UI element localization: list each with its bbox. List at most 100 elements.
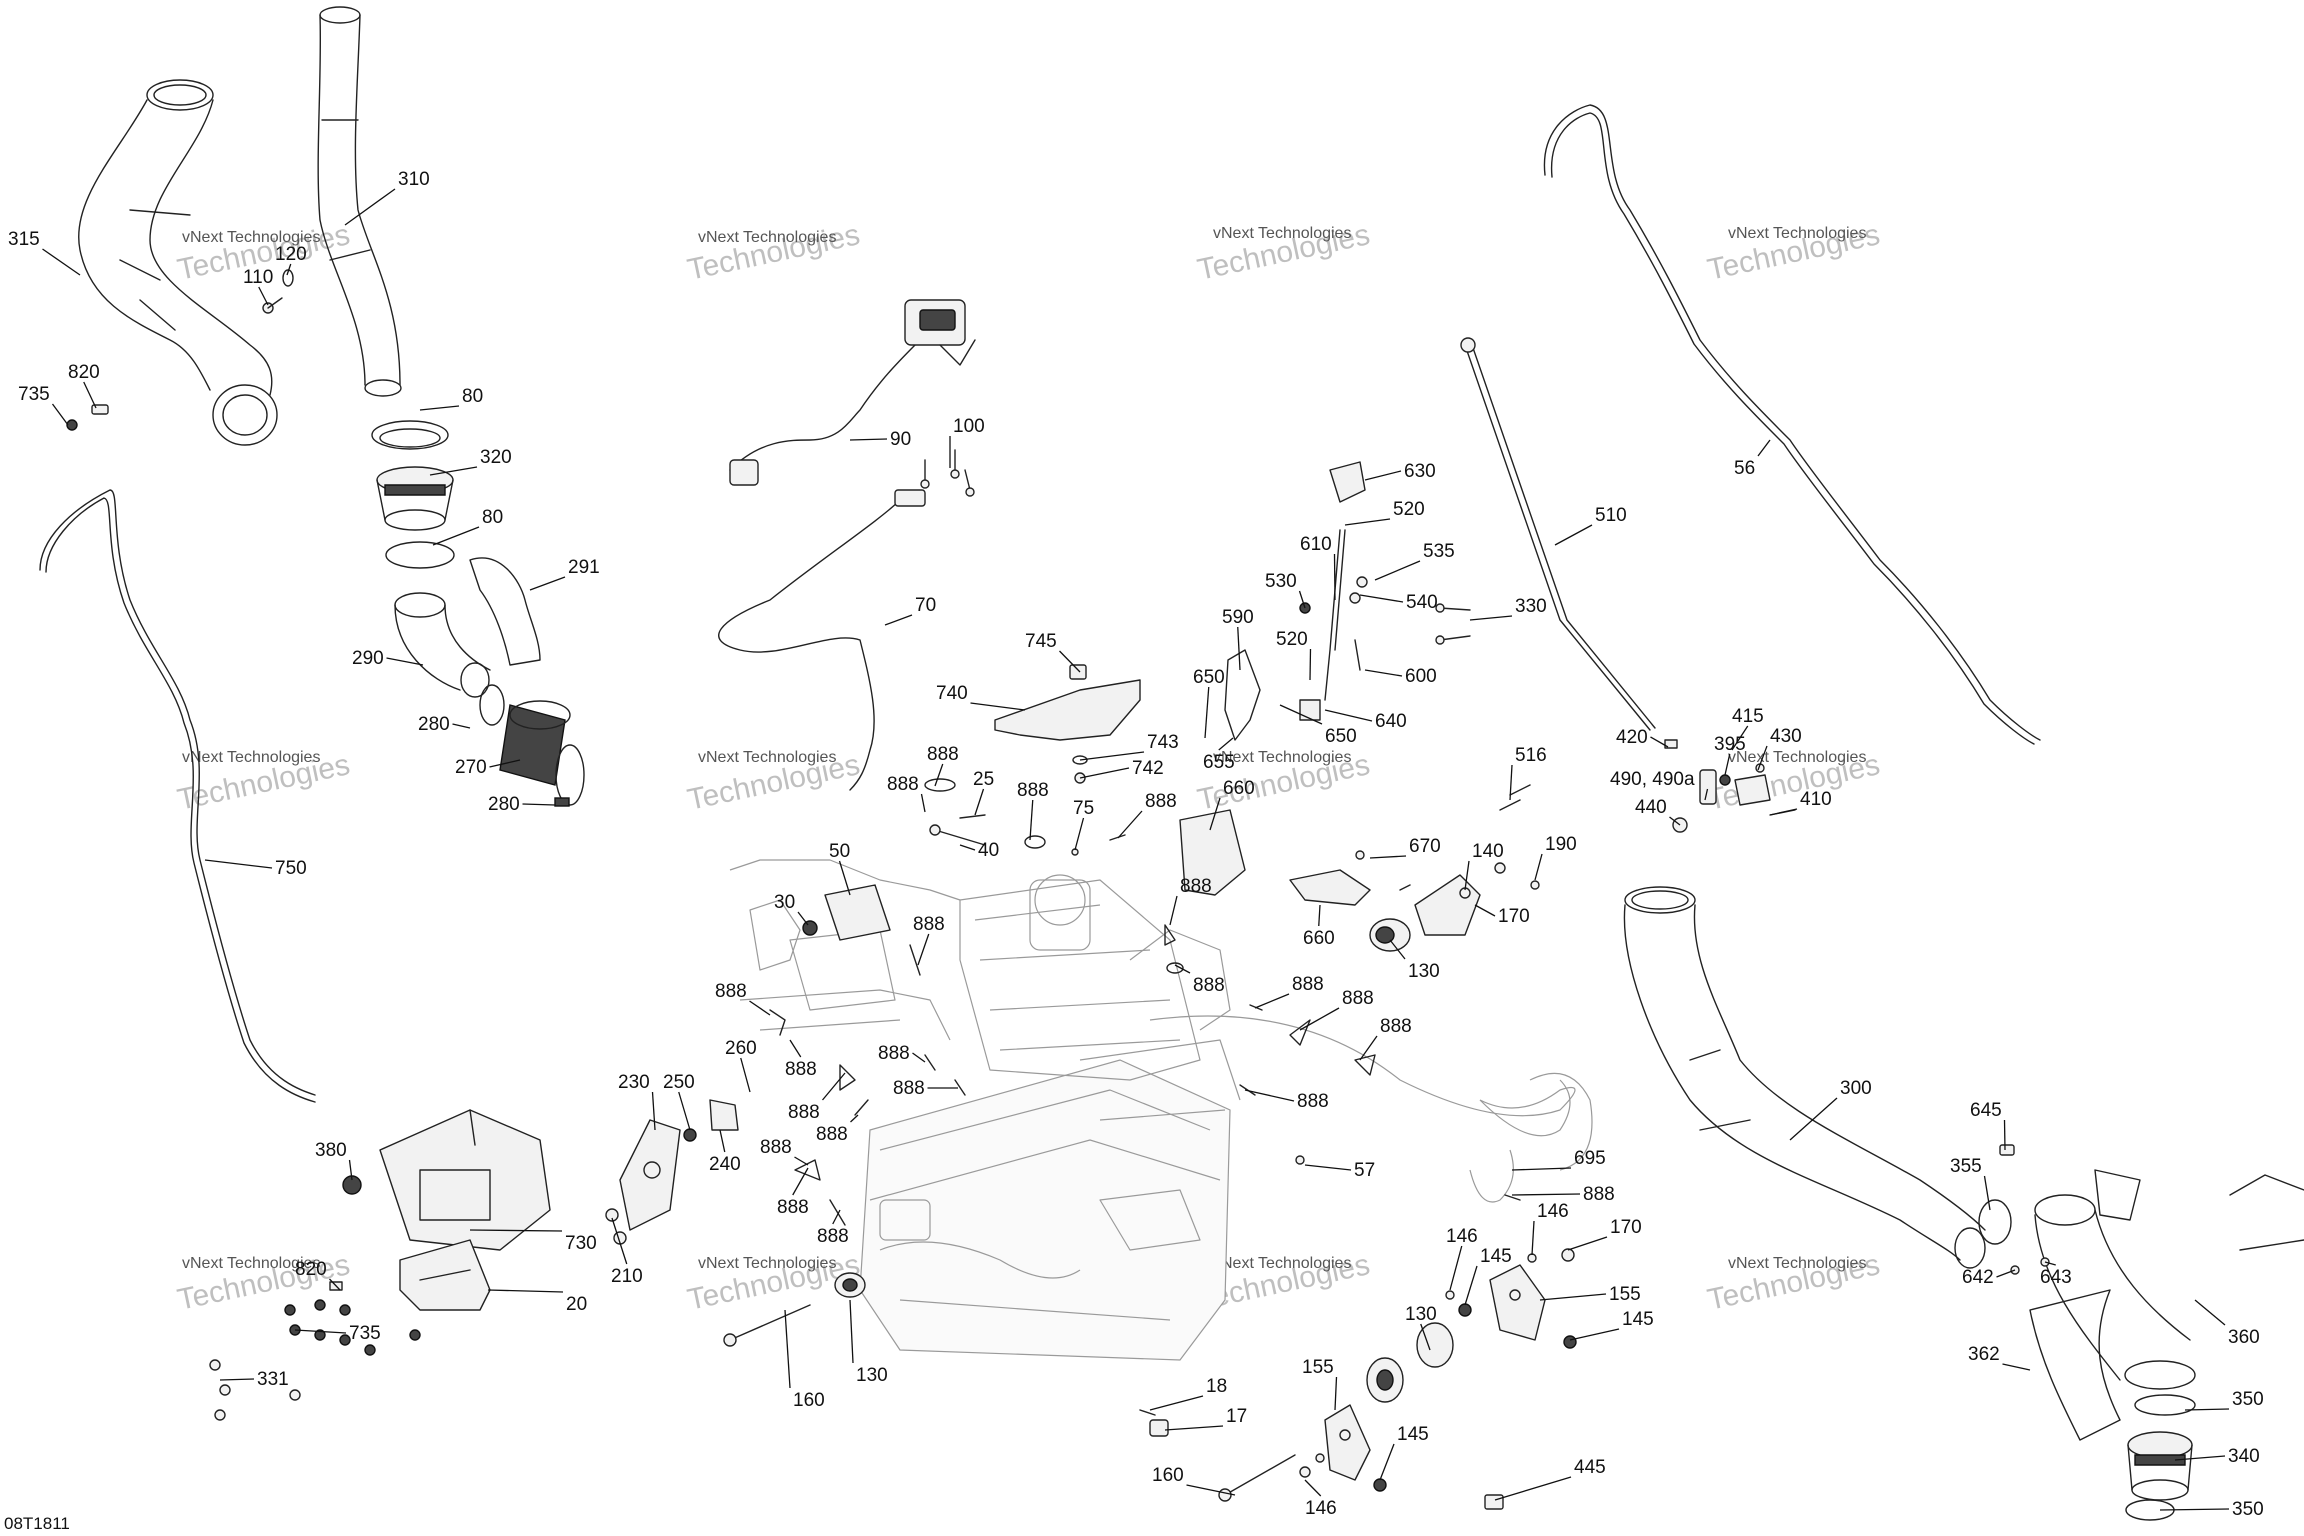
- bolts-330: [1435, 603, 1471, 645]
- callout-888: 888: [1244, 1089, 1329, 1112]
- callout-145: 145: [1464, 1246, 1512, 1306]
- callout-label: 170: [1498, 906, 1530, 927]
- callout-leader: [1511, 1167, 1572, 1171]
- callout-label: 130: [1405, 1304, 1437, 1325]
- callout-190: 190: [1534, 834, 1577, 881]
- screws-735: [284, 1281, 421, 1356]
- callout-leader: [1359, 1035, 1378, 1061]
- callout-355: 355: [1950, 1156, 1991, 1211]
- callout-label: 70: [915, 595, 936, 616]
- callout-888: 888: [816, 1114, 859, 1145]
- watermark: vNext Technologies: [1728, 749, 1866, 766]
- callout-leader: [1318, 904, 1321, 927]
- exhaust-pipe-300: [1623, 886, 1986, 1269]
- callout-130: 130: [849, 1299, 888, 1386]
- callout-label: 350: [2232, 1499, 2264, 1520]
- callout-888: 888: [913, 914, 945, 966]
- callout-50: 50: [829, 841, 851, 896]
- callout-18: 18: [1149, 1376, 1227, 1411]
- callout-leader: [294, 1329, 347, 1334]
- callout-leader: [51, 403, 69, 426]
- callout-leader: [469, 1229, 563, 1232]
- callout-610: 610: [1300, 534, 1336, 601]
- callout-label: 888: [927, 744, 959, 765]
- callout-label: 888: [760, 1137, 792, 1158]
- callout-145: 145: [1569, 1309, 1654, 1341]
- callout-label: 888: [788, 1102, 820, 1123]
- callout-888: 888: [1117, 791, 1177, 839]
- callout-leader: [1334, 1376, 1338, 1411]
- clamp-80-top: [371, 420, 449, 450]
- callout-535: 535: [1374, 541, 1455, 581]
- callout-leader: [1364, 470, 1402, 481]
- callout-360: 360: [2194, 1299, 2260, 1348]
- callout-leader: [912, 1052, 926, 1063]
- callout-leader: [884, 614, 913, 626]
- callout-146: 146: [1304, 1479, 1337, 1519]
- callout-leader: [258, 286, 269, 306]
- callout-label: 160: [793, 1390, 825, 1411]
- callout-label: 640: [1375, 711, 1407, 732]
- callout-label: 155: [1302, 1357, 1334, 1378]
- callout-leader: [432, 526, 480, 546]
- callout-leader: [2044, 1261, 2056, 1266]
- callout-leader: [1567, 1236, 1608, 1251]
- clamp-80-bottom: [385, 541, 455, 569]
- callout-label: 888: [715, 981, 747, 1002]
- callout-leader: [1731, 725, 1749, 751]
- callout-label: 650: [1325, 726, 1357, 747]
- callout-leader: [1164, 1425, 1224, 1431]
- callout-label: 146: [1537, 1201, 1569, 1222]
- callout-340: 340: [2174, 1446, 2260, 1467]
- callout-label: 145: [1480, 1246, 1512, 1267]
- engine-block: [729, 859, 1593, 1361]
- callout-350: 350: [2184, 1389, 2264, 1411]
- callout-leader: [651, 1091, 656, 1131]
- callout-leader: [1117, 810, 1143, 839]
- callout-leader: [1309, 648, 1312, 681]
- callout-290: 290: [352, 648, 424, 669]
- intake-pipe-310: [317, 6, 402, 397]
- callout-888: 888: [1174, 964, 1225, 996]
- callout-leader: [740, 1057, 751, 1093]
- callout-leader: [1254, 993, 1290, 1009]
- bolt-160-left: [723, 1304, 811, 1347]
- callout-label: 146: [1446, 1226, 1478, 1247]
- callout-888: 888: [760, 1137, 809, 1166]
- callout-leader: [219, 1378, 255, 1381]
- callout-leader: [832, 1209, 841, 1225]
- callout-leader: [1174, 964, 1191, 974]
- callout-leader: [1757, 439, 1771, 457]
- callout-leader: [1298, 590, 1306, 609]
- callout-leader: [784, 1309, 791, 1389]
- bracket-20: [399, 1239, 491, 1311]
- callout-820: 820: [68, 362, 100, 409]
- callout-leader: [1996, 1269, 2016, 1278]
- callout-420: 420: [1616, 727, 1669, 748]
- callout-leader: [487, 1289, 564, 1293]
- callout-leader: [2003, 1119, 2006, 1151]
- watermark: vNext Technologies: [182, 229, 320, 246]
- callout-20: 20: [487, 1289, 587, 1315]
- callout-leader: [1769, 808, 1798, 816]
- callout-label: 888: [785, 1059, 817, 1080]
- callout-label: 510: [1595, 505, 1627, 526]
- callout-145: 145: [1379, 1424, 1429, 1481]
- callout-label: 331: [257, 1369, 289, 1390]
- callout-label: 445: [1574, 1457, 1606, 1478]
- callout-888: 888: [777, 1167, 809, 1218]
- callout-leader: [1304, 1164, 1352, 1171]
- callout-410: 410: [1769, 789, 1832, 816]
- callout-label: 740: [936, 683, 968, 704]
- bearing-130-mid: [1369, 918, 1411, 952]
- callout-label: 745: [1025, 631, 1057, 652]
- callout-80: 80: [419, 386, 483, 411]
- callout-label: 735: [18, 384, 50, 405]
- callout-label: 600: [1405, 666, 1437, 687]
- callout-leader: [1554, 524, 1593, 546]
- callout-leader: [797, 911, 809, 926]
- callout-leader: [1237, 626, 1241, 671]
- watermark: vNext Technologies: [182, 749, 320, 766]
- callout-leader: [1218, 737, 1234, 751]
- callout-888: 888: [1359, 1016, 1412, 1061]
